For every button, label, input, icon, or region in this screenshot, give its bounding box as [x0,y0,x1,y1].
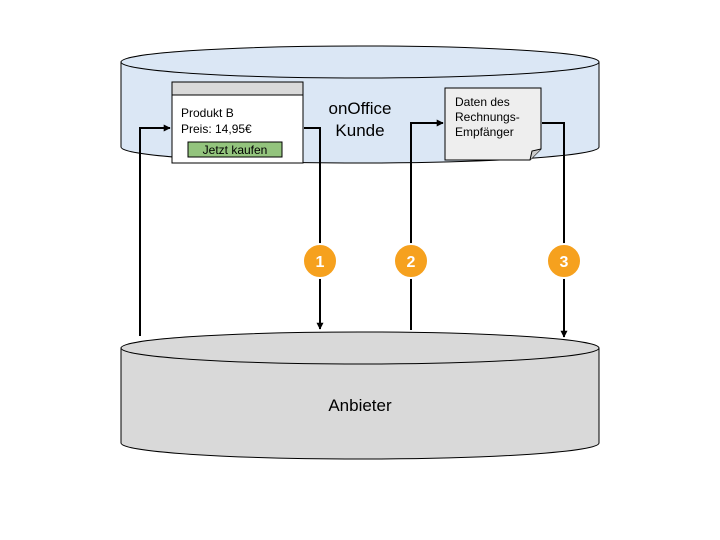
product-window: Produkt B Preis: 14,95€ Jetzt kaufen [171,81,304,164]
step-badge-3: 3 [546,243,582,279]
document-line3: Empfänger [455,125,514,139]
customer-label-line2: Kunde [335,121,384,140]
provider-cylinder: Anbieter [120,331,600,460]
step-badge-2: 2 [393,243,429,279]
step-badge-2-circle [393,243,429,279]
document-line1: Daten des [455,95,510,109]
step-badge-3-circle [546,243,582,279]
product-name: Produkt B [181,106,234,120]
document-line2: Rechnungs- [455,110,520,124]
buy-now-button-bg[interactable] [187,141,283,158]
product-price: Preis: 14,95€ [181,122,252,136]
customer-label-line1: onOffice [328,99,391,118]
customer-cylinder-top [120,45,600,79]
buy-now-button-label[interactable]: Jetzt kaufen [203,143,268,157]
buy-now-button[interactable]: Jetzt kaufen [187,141,283,158]
provider-cylinder-body [120,348,600,460]
provider-label: Anbieter [328,396,392,415]
step-badge-2-label: 2 [407,254,416,271]
product-window-titlebar [171,81,304,96]
step-badge-1-label: 1 [316,254,325,271]
step-badge-3-label: 3 [560,254,569,271]
recipient-document: Daten des Rechnungs- Empfänger [444,87,542,161]
step-badge-1: 1 [302,243,338,279]
arrow-provider-to-product [139,124,171,336]
document-fold [529,148,542,161]
provider-cylinder-top [120,331,600,365]
step-badge-1-circle [302,243,338,279]
